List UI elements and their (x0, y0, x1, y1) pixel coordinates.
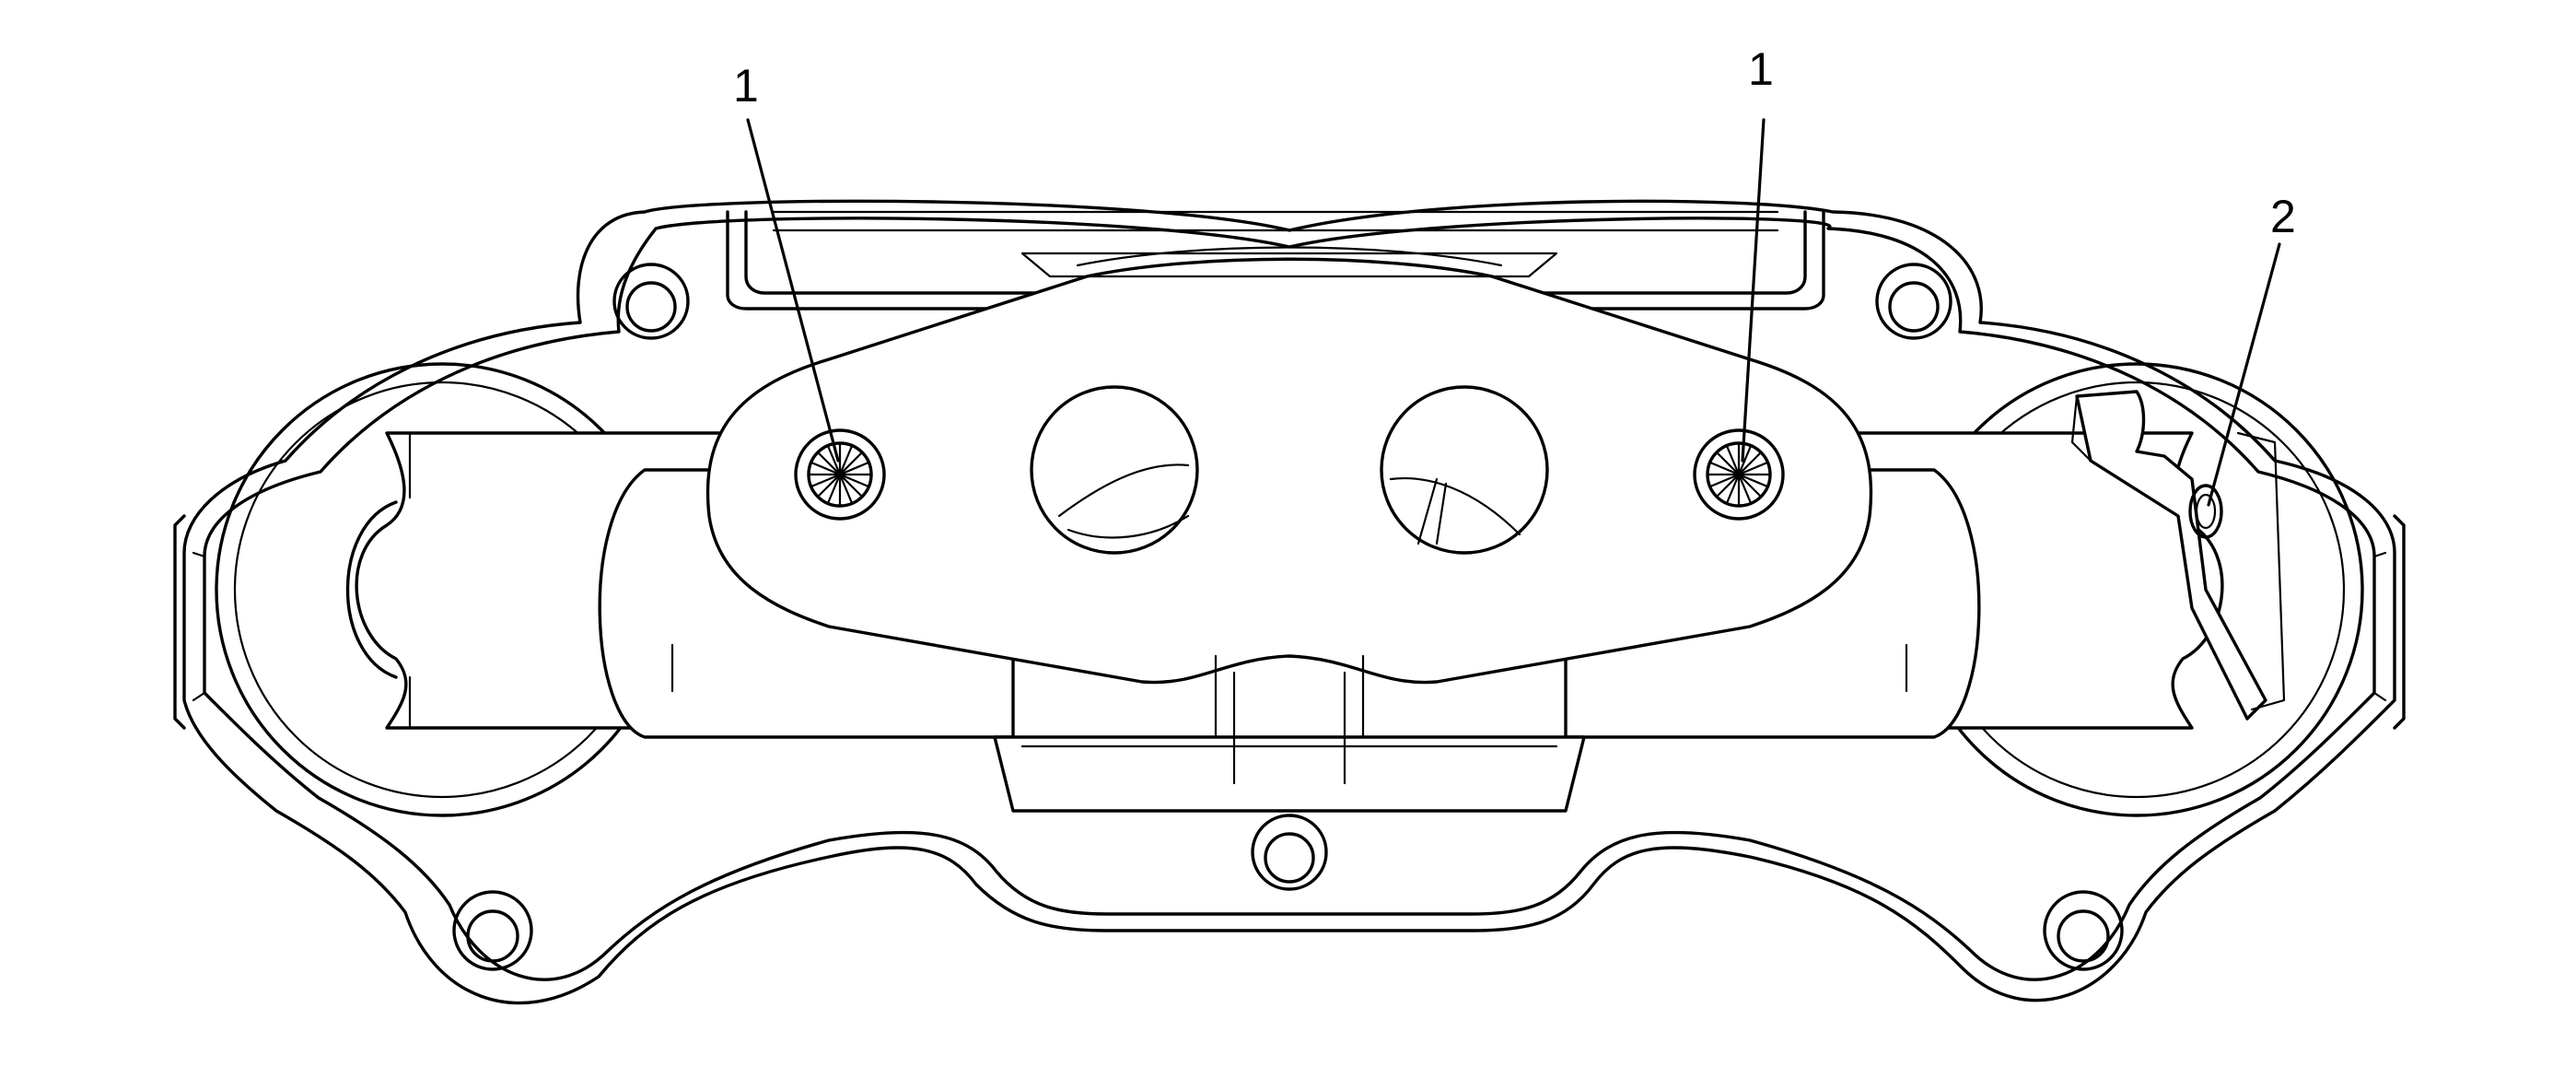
callout-stud-right: 1 (1748, 43, 1774, 95)
mounting-hole-upper-left (612, 263, 690, 340)
stud-left (794, 428, 886, 521)
leader-stud-left (746, 118, 840, 463)
leader-stud-right (1741, 118, 1766, 463)
leader-sensor-port (2207, 242, 2281, 507)
sensor-bracket (2070, 390, 2286, 721)
callout-stud-left: 1 (733, 60, 759, 111)
mounting-hole-lower-left (452, 890, 533, 971)
callout-sensor-port: 2 (2270, 191, 2296, 242)
stud-right (1693, 428, 1785, 521)
mounting-hole-upper-right (1875, 263, 1952, 340)
manifold-flange (173, 199, 2406, 1005)
shield-openings (1030, 385, 1549, 555)
mounting-holes (452, 263, 2124, 971)
mounting-hole-bottom-center (1251, 814, 1328, 891)
mounting-hole-lower-right (2043, 890, 2124, 971)
center-heat-shield (705, 246, 1873, 739)
leader-lines (746, 118, 2281, 507)
